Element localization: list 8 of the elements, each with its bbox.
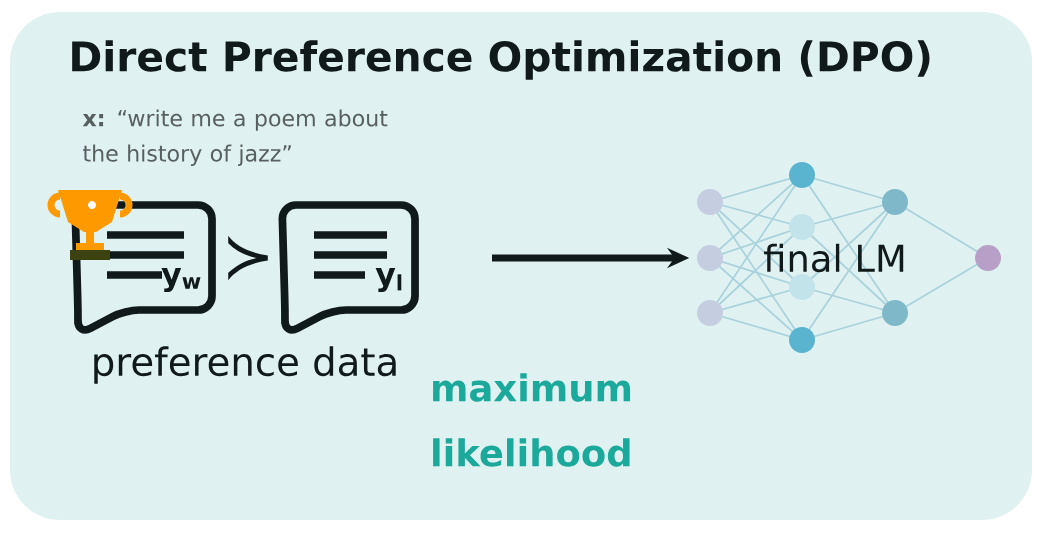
title: Direct Preference Optimization (DPO)	[72, 40, 930, 80]
speech-bubble: y$_{w}$	[71, 201, 216, 334]
caption-text: preference data	[94, 346, 396, 384]
model-label: final LM	[764, 243, 904, 273]
preference-sign: ≻	[228, 235, 268, 281]
edge-label: maximum likelihood	[433, 373, 631, 467]
speech-bubble: y$_{l}$	[278, 201, 419, 334]
prompt-text: x: “write me a poem about the history of jazz”	[82, 109, 388, 166]
